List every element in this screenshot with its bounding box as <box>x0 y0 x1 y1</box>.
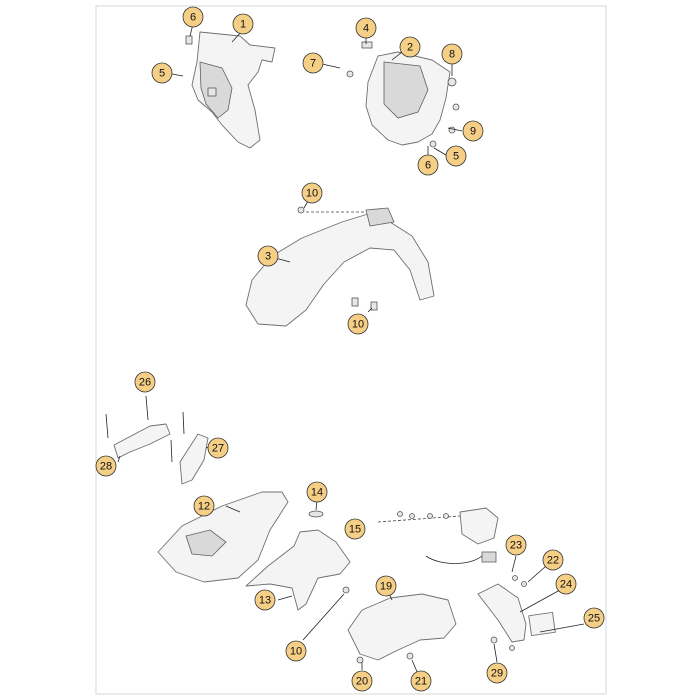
part-license-bracket <box>477 575 556 651</box>
callout-label: 4 <box>363 23 369 35</box>
callout-circle <box>351 670 373 692</box>
callout-circle <box>583 607 605 629</box>
callout-label: 15 <box>349 524 361 536</box>
part-headlight-mask <box>185 31 276 149</box>
callout-label: 13 <box>259 595 271 607</box>
callout-label: 3 <box>265 251 271 263</box>
callout-circle <box>301 182 323 204</box>
callout-label: 10 <box>306 188 318 200</box>
part-rear-fender <box>347 593 457 664</box>
callout-c1: 1 <box>232 13 254 35</box>
callout-circle <box>462 120 484 142</box>
callout-c4: 4 <box>355 17 377 39</box>
callout-label: 6 <box>190 12 196 24</box>
part-instrument-bracket <box>346 41 460 148</box>
callout-label: 14 <box>311 487 323 499</box>
callout-c9: 9 <box>462 120 484 142</box>
callout-circle <box>134 371 156 393</box>
callout-c5a: 5 <box>151 62 173 84</box>
callout-label: 26 <box>139 377 151 389</box>
callout-c10b: 10 <box>347 313 369 335</box>
callout-c27: 27 <box>207 437 229 459</box>
callout-circle <box>486 662 508 684</box>
callout-label: 28 <box>100 461 112 473</box>
callout-c7: 7 <box>302 52 324 74</box>
callout-circle <box>207 437 229 459</box>
callout-label: 7 <box>310 58 316 70</box>
callout-label: 6 <box>425 160 431 172</box>
callout-c10c: 10 <box>285 640 307 662</box>
callout-c3: 3 <box>257 245 279 267</box>
callout-c8: 8 <box>441 43 463 65</box>
callout-circle <box>95 455 117 477</box>
part-seat <box>157 491 289 583</box>
callout-label: 5 <box>159 68 165 80</box>
diagram-frame <box>95 5 607 695</box>
callout-c23: 23 <box>505 534 527 556</box>
part-tail-light <box>377 507 499 564</box>
callout-c13: 13 <box>254 589 276 611</box>
callout-circle <box>441 43 463 65</box>
callout-c28: 28 <box>95 455 117 477</box>
callout-c5b: 5 <box>445 145 467 167</box>
callout-circle <box>254 589 276 611</box>
callout-circle <box>410 670 432 692</box>
callout-circle <box>257 245 279 267</box>
callout-c21: 21 <box>410 670 432 692</box>
callout-circle <box>232 13 254 35</box>
callout-c26: 26 <box>134 371 156 393</box>
callout-c29: 29 <box>486 662 508 684</box>
callout-c6b: 6 <box>417 154 439 176</box>
callout-circle <box>344 518 366 540</box>
callout-label: 19 <box>380 581 392 593</box>
callout-label: 22 <box>547 555 559 567</box>
callout-circle <box>302 52 324 74</box>
callout-circle <box>375 575 397 597</box>
callout-circle <box>542 549 564 571</box>
callout-label: 5 <box>453 151 459 163</box>
callout-label: 20 <box>356 676 368 688</box>
callout-c10a: 10 <box>301 182 323 204</box>
callout-label: 9 <box>470 126 476 138</box>
callout-circle <box>445 145 467 167</box>
callout-label: 10 <box>290 646 302 658</box>
callout-circle <box>555 573 577 595</box>
callout-label: 25 <box>588 613 600 625</box>
part-front-fender <box>245 206 435 327</box>
callout-label: 2 <box>407 42 413 54</box>
callout-label: 29 <box>491 668 503 680</box>
callout-c20: 20 <box>351 670 373 692</box>
callout-circle <box>417 154 439 176</box>
callout-circle <box>182 6 204 28</box>
callout-c6a: 6 <box>182 6 204 28</box>
callout-c12: 12 <box>193 495 215 517</box>
callout-circle <box>285 640 307 662</box>
callout-circle <box>306 481 328 503</box>
callout-c14: 14 <box>306 481 328 503</box>
callout-c22: 22 <box>542 549 564 571</box>
callout-c2: 2 <box>399 36 421 58</box>
callout-circle <box>505 534 527 556</box>
callout-c15: 15 <box>344 518 366 540</box>
callout-c24: 24 <box>555 573 577 595</box>
callout-c19: 19 <box>375 575 397 597</box>
callout-label: 8 <box>449 49 455 61</box>
callout-label: 23 <box>510 540 522 552</box>
callout-label: 24 <box>560 579 572 591</box>
callout-label: 1 <box>240 19 246 31</box>
callout-circle <box>347 313 369 335</box>
callout-circle <box>151 62 173 84</box>
callout-circle <box>193 495 215 517</box>
callout-label: 27 <box>212 443 224 455</box>
callout-label: 21 <box>415 676 427 688</box>
callout-c25: 25 <box>583 607 605 629</box>
callout-circle <box>355 17 377 39</box>
callout-label: 10 <box>352 319 364 331</box>
part-hand-guard-mounts <box>105 395 209 485</box>
callout-label: 12 <box>198 501 210 513</box>
callout-circle <box>399 36 421 58</box>
